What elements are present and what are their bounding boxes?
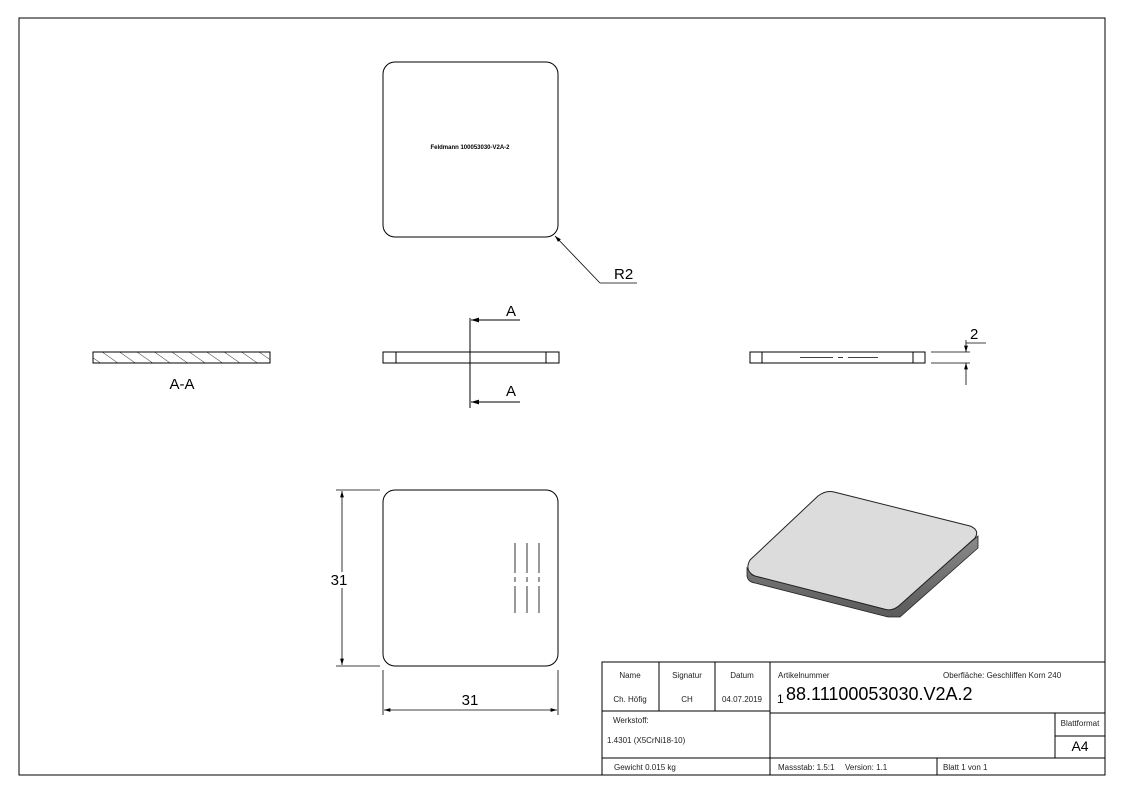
section-label: A-A <box>169 376 194 393</box>
signature-header: Signatur <box>672 671 702 680</box>
isometric-view <box>746 491 979 618</box>
drawing-date: 04.07.2019 <box>722 695 763 704</box>
width-dimension: 31 <box>462 692 479 709</box>
cut-label-top: A <box>506 303 516 320</box>
thickness-dimension: 2 <box>970 326 978 343</box>
drafter-name: Ch. Höfig <box>613 695 646 704</box>
weight: Gewicht 0.015 kg <box>614 763 676 772</box>
radius-leader <box>554 235 601 284</box>
section-view: A-A <box>92 351 271 393</box>
cut-label-bottom: A <box>506 383 516 400</box>
version: Version: 1.1 <box>845 763 888 772</box>
article-label: Artikelnummer <box>778 671 830 680</box>
drafter-signature: CH <box>681 695 693 704</box>
sheet-border <box>18 17 1106 776</box>
material-label: Werkstoff: <box>613 716 649 725</box>
article-prefix: 1 <box>777 692 784 706</box>
bottom-view: 31 31 <box>328 489 559 715</box>
date-header: Datum <box>730 671 754 680</box>
plate-outline <box>382 61 559 238</box>
format-value: A4 <box>1071 738 1088 754</box>
front-view: A A <box>382 303 560 408</box>
height-dimension: 31 <box>331 572 348 589</box>
top-view: Feldmann 100053030-V2A-2 R2 <box>382 61 637 284</box>
radius-dimension: R2 <box>614 266 633 283</box>
name-header: Name <box>619 671 641 680</box>
material-value: 1.4301 (X5CrNi18-10) <box>607 736 686 745</box>
engraving-text: Feldmann 100053030-V2A-2 <box>430 145 510 151</box>
format-label: Blattformat <box>1061 719 1100 728</box>
sheet-number: Blatt 1 von 1 <box>943 763 988 772</box>
scale: Massstab: 1.5:1 <box>778 763 835 772</box>
side-view: 2 <box>749 326 986 385</box>
article-number: 88.11100053030.V2A.2 <box>786 684 973 704</box>
title-block: Name Signatur Datum Ch. Höfig CH 04.07.2… <box>601 661 1106 776</box>
section-hatch <box>92 351 271 364</box>
surface-finish: Oberfläche: Geschliffen Korn 240 <box>943 671 1062 680</box>
